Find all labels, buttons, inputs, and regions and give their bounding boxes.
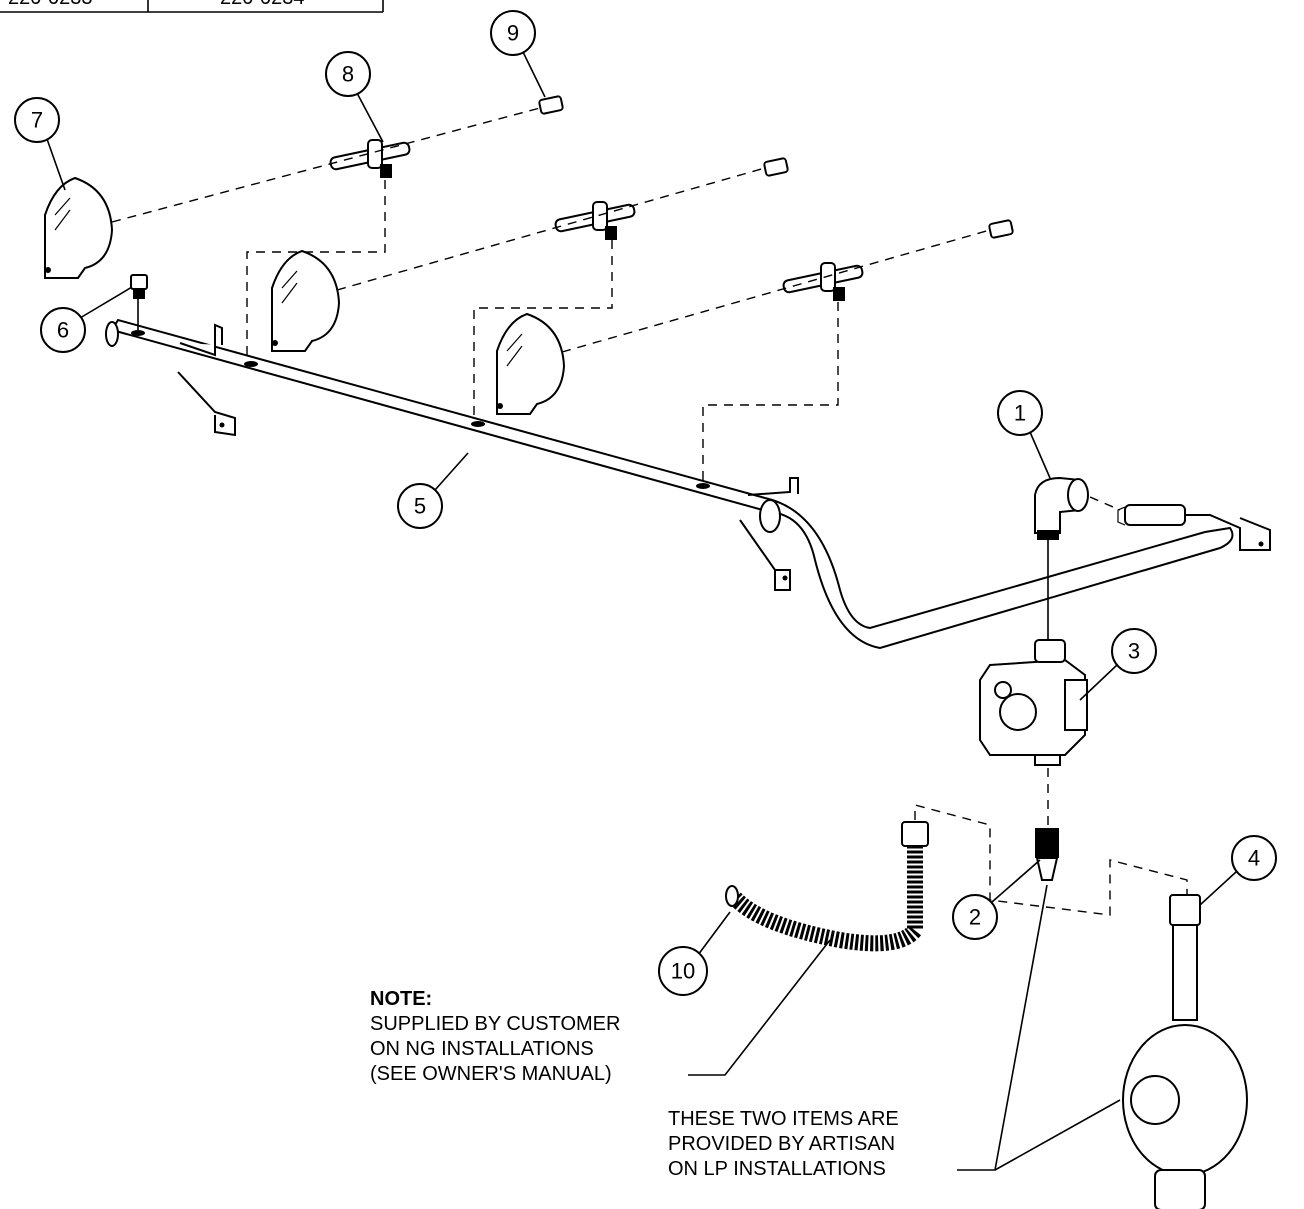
svg-text:5: 5 [414, 494, 426, 519]
flex-gas-hose [725, 821, 929, 952]
gas-valve [782, 262, 864, 301]
svg-text:7: 7 [31, 108, 43, 133]
note-heading: NOTE: [370, 988, 432, 1010]
gas-valve [554, 201, 636, 240]
knob-hood [271, 249, 341, 352]
lp-note-line: PROVIDED BY ARTISAN [668, 1133, 895, 1155]
svg-text:1: 1 [1014, 401, 1026, 426]
knob-hood [496, 312, 566, 415]
pressure-regulator [979, 639, 1088, 766]
callout-7: 7 [14, 97, 66, 191]
orifice-fitting [538, 95, 564, 115]
callout-5: 5 [397, 452, 469, 529]
table-cell-left: 220-0233 [8, 0, 93, 9]
knob-hood [44, 176, 114, 279]
gas-valve [329, 139, 411, 178]
svg-text:2: 2 [969, 905, 981, 930]
assembly-lines [111, 107, 1188, 916]
svg-text:8: 8 [342, 62, 354, 87]
callout-2: 2 [952, 859, 1041, 940]
lp-note-line: THESE TWO ITEMS ARE [668, 1108, 899, 1130]
flare-fitting [1035, 828, 1059, 881]
note-line: SUPPLIED BY CUSTOMER [370, 1013, 620, 1035]
note-line: ON NG INSTALLATIONS [370, 1038, 594, 1060]
orifice-fitting [763, 157, 789, 177]
callout-10: 10 [658, 911, 731, 996]
callout-4: 4 [1199, 835, 1277, 906]
lp-note: THESE TWO ITEMS ARE PROVIDED BY ARTISAN … [668, 884, 1121, 1180]
pipe-plug [130, 274, 148, 299]
svg-text:9: 9 [507, 21, 519, 46]
ng-note: NOTE: SUPPLIED BY CUSTOMER ON NG INSTALL… [370, 939, 831, 1085]
parts-table-fragment: 220-0233 220-0234 [0, 0, 384, 13]
orifice-fitting [988, 219, 1014, 239]
svg-text:4: 4 [1248, 846, 1260, 871]
callout-3: 3 [1079, 628, 1157, 701]
callout-8: 8 [325, 51, 384, 143]
manifold-pipe [105, 318, 1271, 650]
callout-1: 1 [997, 390, 1051, 479]
lp-regulator-hose [1122, 894, 1248, 1209]
svg-text:6: 6 [57, 318, 69, 343]
note-line: (SEE OWNER'S MANUAL) [370, 1063, 612, 1085]
svg-text:10: 10 [671, 959, 695, 984]
svg-text:3: 3 [1128, 639, 1140, 664]
callout-9: 9 [490, 10, 546, 98]
callout-6: 6 [40, 286, 133, 353]
lp-note-line: ON LP INSTALLATIONS [668, 1158, 886, 1180]
table-cell-right: 220-0234 [220, 0, 305, 9]
elbow-fitting [1034, 476, 1089, 540]
